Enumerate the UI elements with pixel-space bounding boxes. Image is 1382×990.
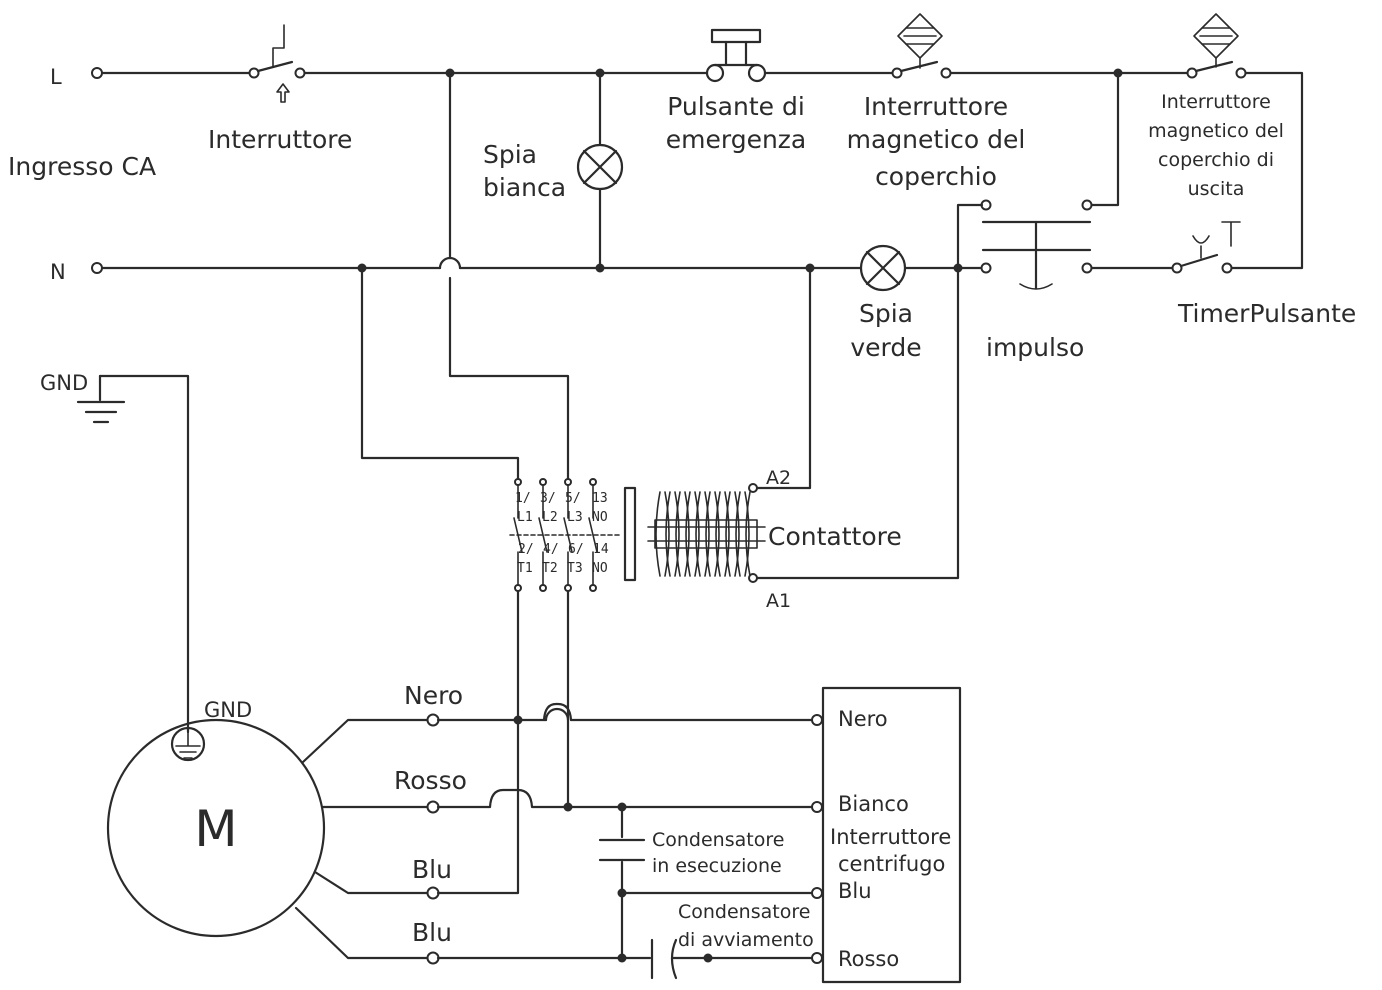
timer-button-label: TimerPulsante xyxy=(1177,299,1356,328)
gnd-motor-label: GND xyxy=(204,698,252,722)
svg-text:6/: 6/ xyxy=(568,542,584,557)
box-red-label: Rosso xyxy=(838,947,899,971)
green-lamp xyxy=(859,244,907,292)
neutral-input-terminal xyxy=(91,262,103,274)
svg-text:1/: 1/ xyxy=(515,491,531,506)
ground-symbol xyxy=(76,374,190,734)
svg-text:L3: L3 xyxy=(567,510,583,525)
ac-input-label: Ingresso CA xyxy=(8,152,156,181)
emergency-label-2: emergenza xyxy=(666,125,807,154)
line-rail xyxy=(101,71,1304,270)
line-label: L xyxy=(50,65,62,89)
svg-text:2/: 2/ xyxy=(518,542,534,557)
svg-text:3/: 3/ xyxy=(540,491,556,506)
start-cap-label-1: Condensatore xyxy=(678,901,810,923)
svg-text:T3: T3 xyxy=(567,561,583,576)
box-cs-label-2: centrifugo xyxy=(838,852,945,876)
lid-switch-label-2: magnetico del xyxy=(847,125,1026,154)
gnd-top-label: GND xyxy=(40,371,88,395)
outlet-switch-label-3: coperchio di xyxy=(1158,149,1274,171)
lid-switch-label-1: Interruttore xyxy=(864,92,1008,121)
a2-label: A2 xyxy=(766,467,791,489)
wire-black-label: Nero xyxy=(404,681,463,710)
svg-text:L1: L1 xyxy=(517,510,533,525)
contactor-terminal-labels: 1/ 3/ 5/ 13 L1 L2 L3 NO 2/ 4/ 6/ 14 T1 T… xyxy=(515,491,609,576)
neutral-rail xyxy=(101,256,1174,270)
svg-text:NO: NO xyxy=(592,510,608,525)
green-lamp-label-2: verde xyxy=(850,333,921,362)
green-lamp-label-1: Spia xyxy=(859,299,913,328)
white-lamp-label-1: Spia xyxy=(483,140,537,169)
svg-text:13: 13 xyxy=(592,491,608,506)
svg-text:5/: 5/ xyxy=(565,491,581,506)
contactor-poles xyxy=(509,478,621,592)
neutral-label: N xyxy=(50,260,66,284)
motor xyxy=(106,718,326,938)
svg-text:NO: NO xyxy=(592,561,608,576)
motor-label: M xyxy=(194,800,237,858)
line-input-terminal xyxy=(91,67,103,79)
svg-text:L2: L2 xyxy=(542,510,558,525)
white-lamp-branch xyxy=(576,71,624,270)
wire-blue-2-label: Blu xyxy=(412,918,452,947)
box-cs-label-1: Interruttore xyxy=(830,825,951,849)
wire-red-label: Rosso xyxy=(394,766,467,795)
wire-blue-1-label: Blu xyxy=(412,855,452,884)
a1-label: A1 xyxy=(766,590,791,612)
contactor-coil xyxy=(647,491,766,577)
outlet-magnetic-switch xyxy=(1186,13,1247,79)
centrifugal-switch-box xyxy=(811,686,962,984)
start-cap-label-2: di avviamento xyxy=(678,929,814,951)
run-cap-label-1: Condensatore xyxy=(652,829,784,851)
lid-magnetic-switch xyxy=(891,13,952,79)
svg-text:4/: 4/ xyxy=(543,542,559,557)
emergency-button xyxy=(705,28,767,83)
pulse-switch xyxy=(755,71,1120,580)
box-black-label: Nero xyxy=(838,707,888,731)
contactor-label: Contattore xyxy=(768,522,902,551)
run-cap-label-2: in esecuzione xyxy=(652,855,782,877)
contactor xyxy=(509,478,766,592)
switch-label: Interruttore xyxy=(208,125,352,154)
svg-text:14: 14 xyxy=(593,542,609,557)
outlet-switch-label-1: Interruttore xyxy=(1161,91,1271,113)
emergency-label-1: Pulsante di xyxy=(667,92,805,121)
box-blue-label: Blu xyxy=(838,879,872,903)
box-white-label: Bianco xyxy=(838,792,909,816)
svg-text:T2: T2 xyxy=(542,561,558,576)
lid-switch-label-3: coperchio xyxy=(875,162,997,191)
svg-text:T1: T1 xyxy=(517,561,533,576)
power-wiring xyxy=(436,590,814,980)
control-wiring xyxy=(360,71,812,490)
white-lamp-label-2: bianca xyxy=(483,173,566,202)
main-switch xyxy=(248,24,306,103)
timer-button xyxy=(1171,221,1241,274)
motor-leads xyxy=(294,713,440,965)
pulse-label: impulso xyxy=(986,333,1084,362)
outlet-switch-label-4: uscita xyxy=(1188,178,1245,200)
outlet-switch-label-2: magnetico del xyxy=(1148,120,1284,142)
